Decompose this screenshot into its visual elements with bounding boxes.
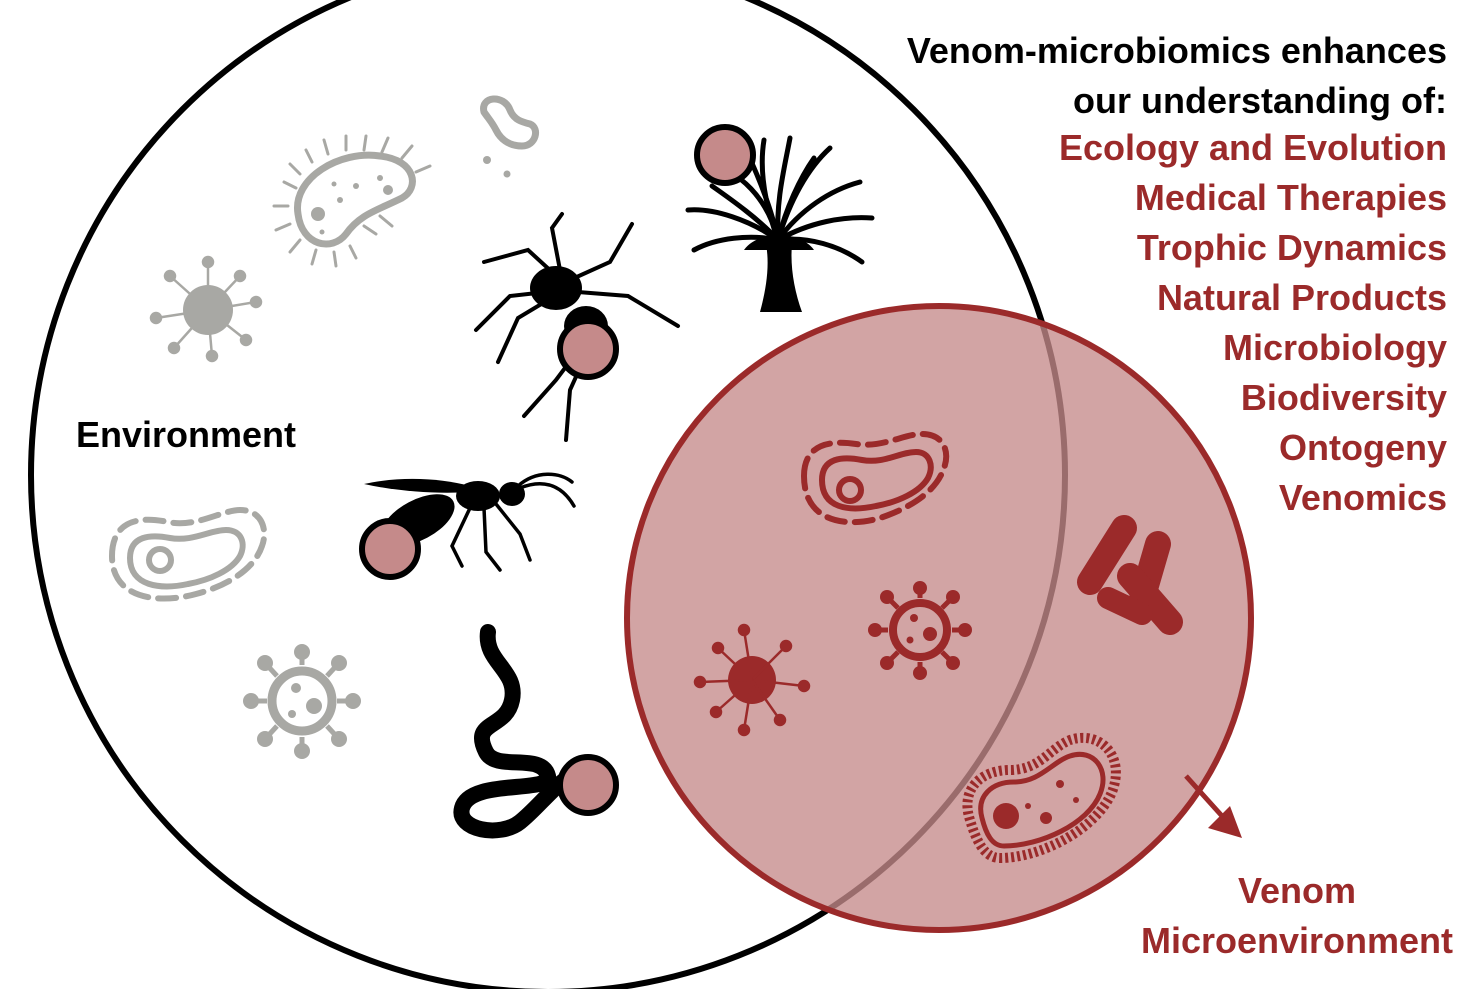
venom-gland-circle-icon <box>694 124 756 186</box>
amoeba-icon <box>108 506 268 602</box>
venom-gland-circle-icon <box>557 754 619 816</box>
venom-microenvironment-label: Venom Microenvironment <box>1141 866 1453 966</box>
topic-item: Ontogeny <box>1279 427 1447 468</box>
virus-icon <box>693 623 811 737</box>
rod-bacteria-icon <box>1077 515 1183 635</box>
venom-gland-circle-icon <box>557 318 619 380</box>
coronavirus-icon <box>243 644 361 759</box>
snake-icon <box>453 624 588 839</box>
venom-label-line2: Microenvironment <box>1140 920 1453 961</box>
venom-gland-circle-icon <box>359 518 421 580</box>
venom-label-line1: Venom <box>1237 870 1356 911</box>
spirillum-bacterium-icon <box>480 95 540 150</box>
topic-item: Medical Therapies <box>1134 177 1447 218</box>
environment-label: Environment <box>76 414 297 455</box>
ciliate-icon <box>272 134 432 268</box>
headline-line2: our understanding of: <box>1073 80 1447 121</box>
dot-icon <box>503 170 511 178</box>
topic-item: Biodiversity <box>1240 377 1447 418</box>
dot-icon <box>483 156 491 164</box>
topic-item: Natural Products <box>1156 277 1447 318</box>
paramecium-icon <box>962 732 1121 864</box>
arrow-down-right-icon <box>1184 774 1242 838</box>
venom-microenvironment-circle <box>624 303 1254 933</box>
topic-list: Ecology and Evolution Medical Therapies … <box>1059 123 1447 523</box>
topic-item: Ecology and Evolution <box>1058 127 1447 168</box>
coronavirus-icon <box>868 581 972 680</box>
virus-icon <box>149 255 263 363</box>
headline: Venom-microbiomics enhances our understa… <box>907 26 1447 126</box>
topic-item: Trophic Dynamics <box>1136 227 1447 268</box>
amoeba-icon <box>800 430 950 526</box>
topic-item: Microbiology <box>1223 327 1447 368</box>
topic-item: Venomics <box>1278 477 1447 518</box>
headline-line1: Venom-microbiomics enhances <box>906 30 1447 71</box>
